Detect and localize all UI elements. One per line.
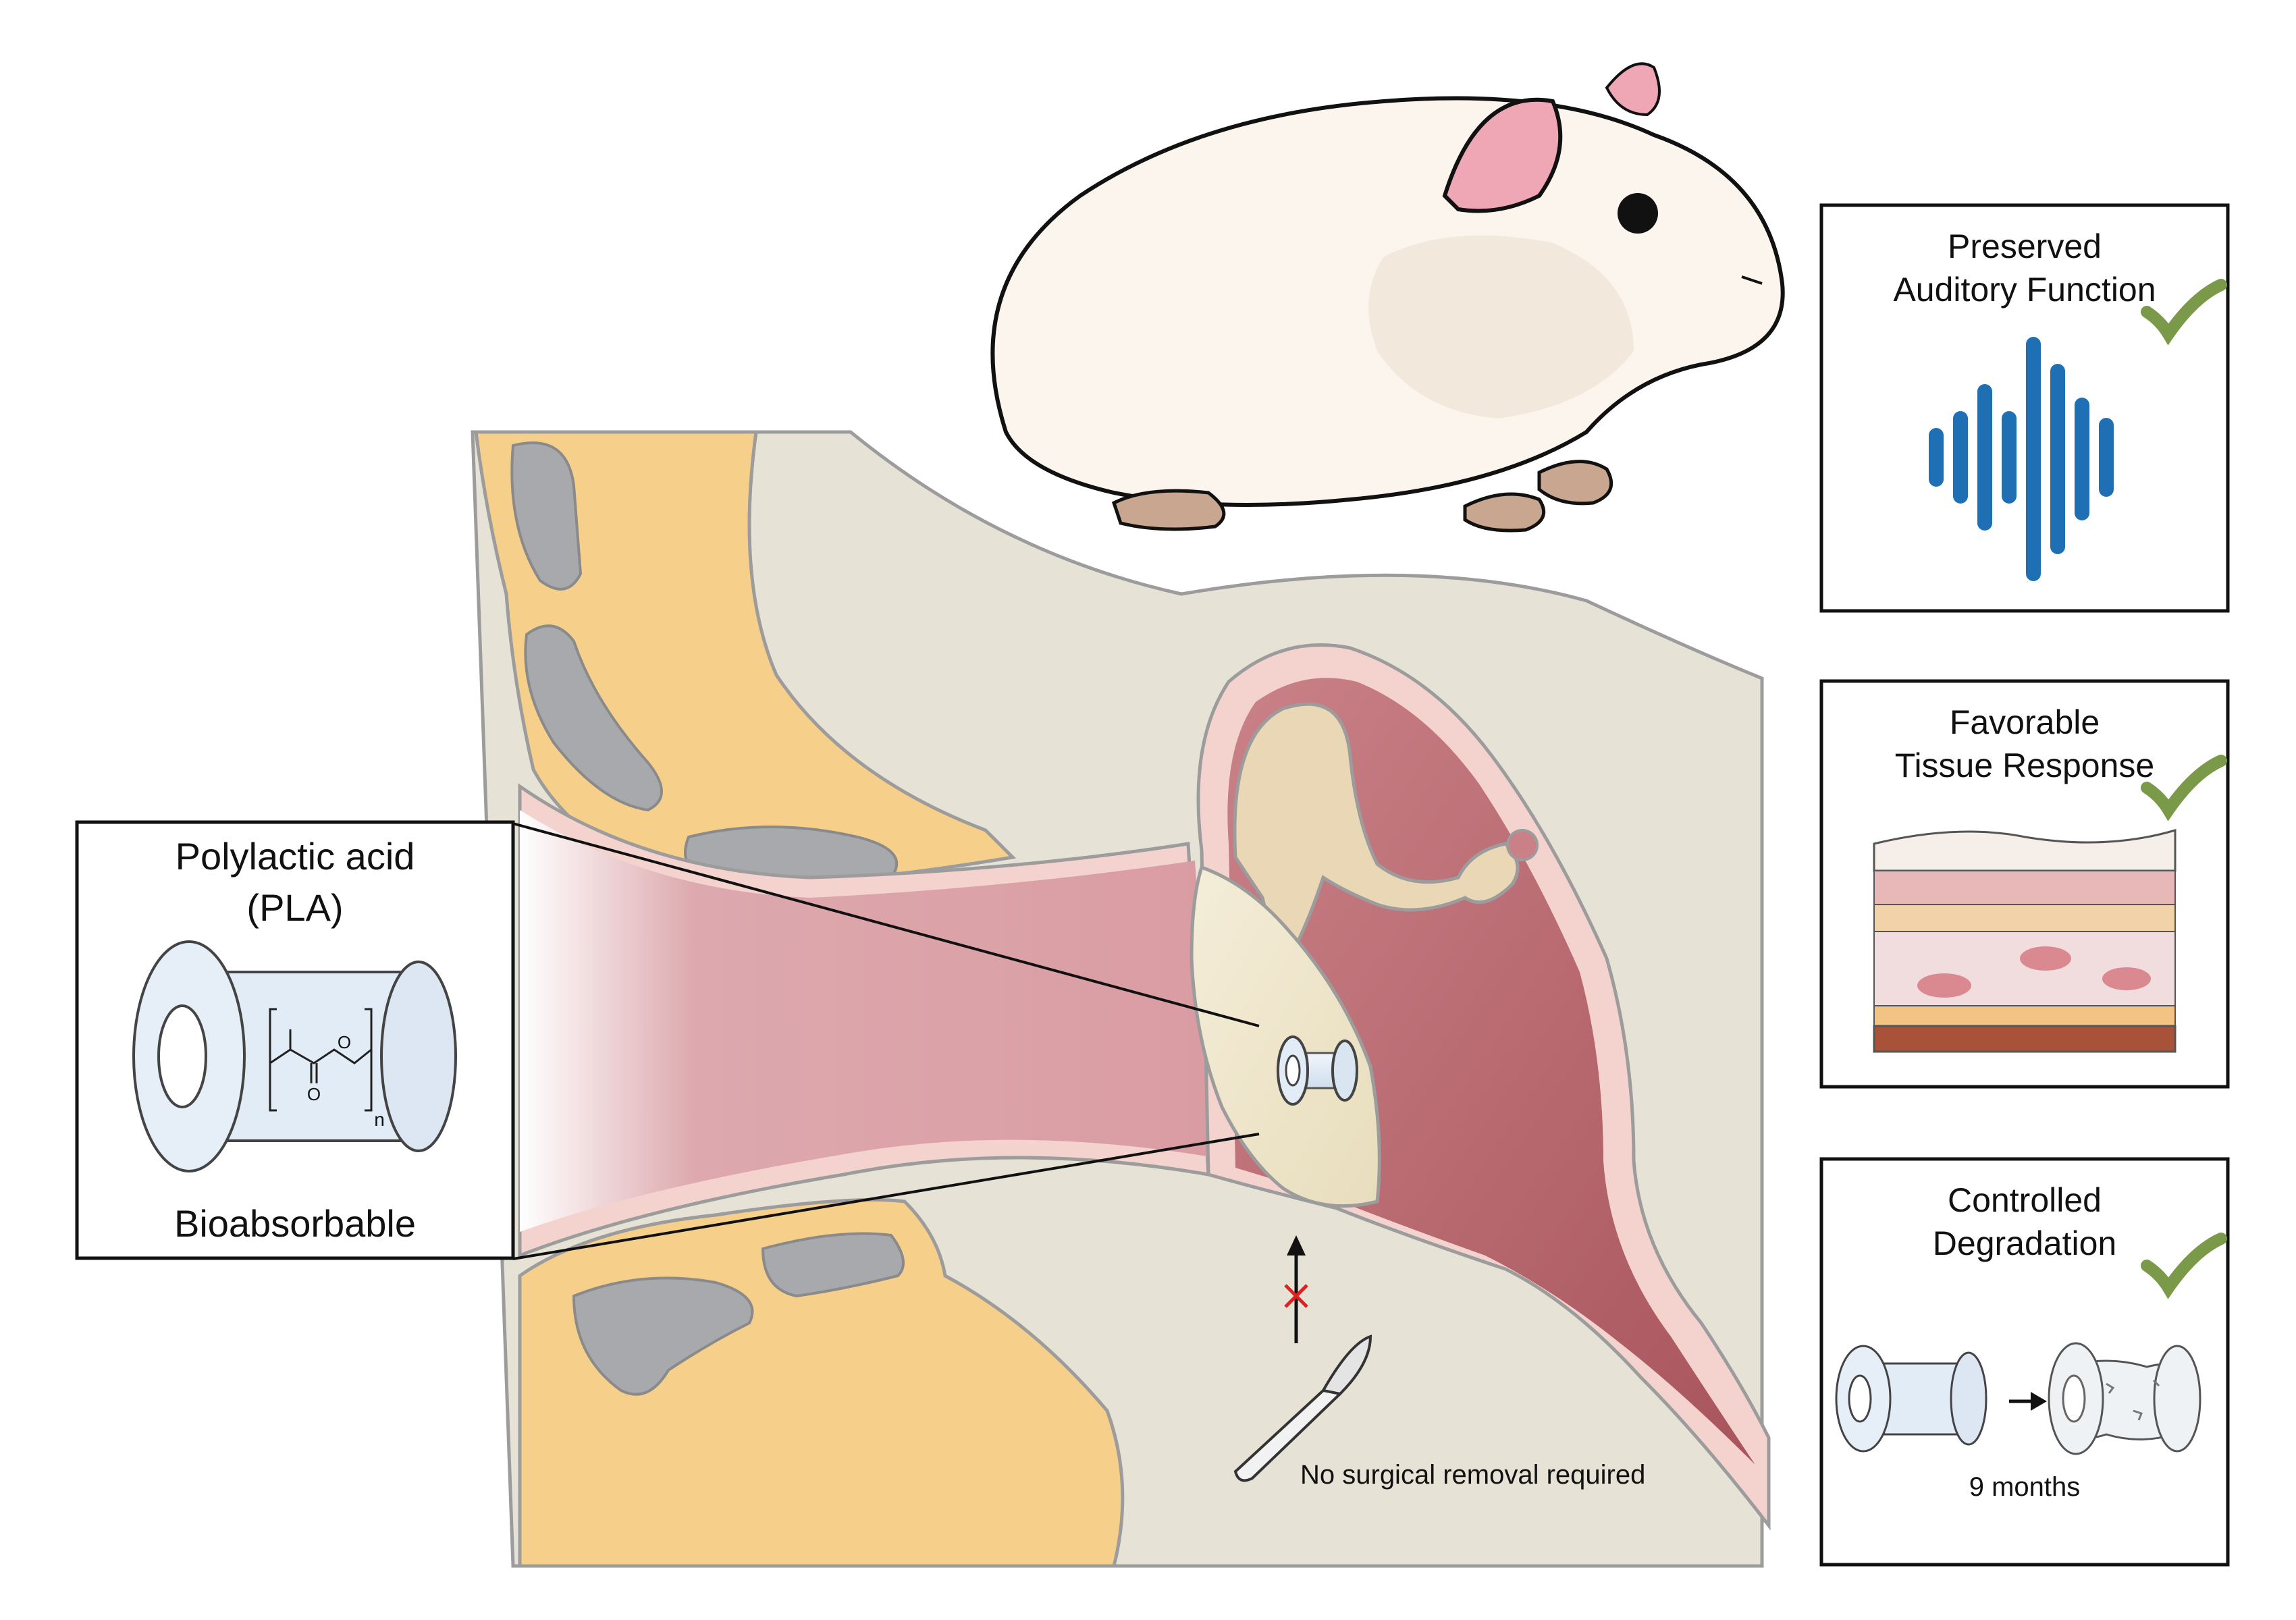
guinea-pig-nose — [1741, 275, 1763, 285]
tympanic-membrane — [1190, 865, 1381, 1208]
pla-title-line1: Polylactic acid — [176, 835, 415, 878]
cross-icon — [1284, 1284, 1308, 1308]
degradation-duration: 9 months — [1969, 1472, 2081, 1502]
no-removal-annotation: No surgical removal required — [1233, 1235, 1645, 1490]
bone-pocket — [510, 441, 583, 591]
guinea-pig-paw — [1463, 492, 1546, 533]
pla-tube-illustration: O O n — [132, 940, 457, 1172]
no-removal-text: No surgical removal required — [1300, 1460, 1645, 1490]
pla-subscript-n: n — [374, 1109, 385, 1130]
stapes-ring — [1506, 829, 1539, 861]
check-icon — [2141, 279, 2227, 346]
bone-pocket — [524, 624, 663, 812]
panel-degradation: Controlled Degradation 9 months — [1819, 1157, 2230, 1567]
bone-pocket — [572, 1276, 754, 1396]
pla-atom-carbonyl-o: O — [307, 1084, 321, 1104]
pla-atom-ester-o: O — [338, 1032, 351, 1052]
pla-box: Polylactic acid (PLA) O O n Bioabsorbabl… — [75, 820, 515, 1260]
pla-caption: Bioabsorbable — [174, 1202, 416, 1245]
arrow-right-icon — [2031, 1392, 2047, 1411]
panel-title-line1: Preserved — [1948, 227, 2102, 265]
guinea-pig-shading — [1368, 235, 1634, 418]
ear-canal — [520, 810, 1215, 1232]
pla-title-line2: (PLA) — [246, 886, 343, 929]
panel-frame — [1819, 203, 2230, 613]
check-icon — [2141, 1233, 2227, 1299]
check-icon — [2141, 755, 2227, 821]
panel-title-line2: Auditory Function — [1893, 271, 2156, 308]
panel-title-line2: Degradation — [1933, 1224, 2116, 1262]
panel-auditory: Preserved Auditory Function — [1819, 203, 2230, 613]
pla-callout-lines — [512, 822, 1260, 1260]
ear-anatomy — [471, 430, 1771, 1568]
panel-title-line1: Favorable — [1950, 703, 2100, 741]
arrow-up-icon — [1287, 1235, 1306, 1256]
guinea-pig-illustration — [990, 62, 1785, 533]
tympanostomy-tube — [1277, 1035, 1358, 1106]
panel-title-line2: Tissue Response — [1895, 747, 2154, 784]
degraded-tube-icon — [2048, 1342, 2201, 1455]
waveform-icon — [1929, 337, 2114, 581]
guinea-pig-paw — [1111, 489, 1226, 531]
panel-tissue: Favorable Tissue Response — [1819, 679, 2230, 1089]
guinea-pig-paw — [1537, 460, 1613, 506]
pla-monomer-structure — [269, 1008, 373, 1112]
panel-title-line1: Controlled — [1948, 1181, 2102, 1219]
new-tube-icon — [1835, 1345, 1987, 1453]
guinea-pig-eye — [1618, 193, 1658, 234]
bone-pocket — [761, 1232, 905, 1298]
guinea-pig-ear — [1442, 97, 1563, 213]
scalpel-icon — [1233, 1334, 1372, 1482]
tissue-layers-icon — [1873, 828, 2177, 1053]
ossicles — [1233, 702, 1520, 948]
guinea-pig-small-ear — [1605, 62, 1661, 117]
